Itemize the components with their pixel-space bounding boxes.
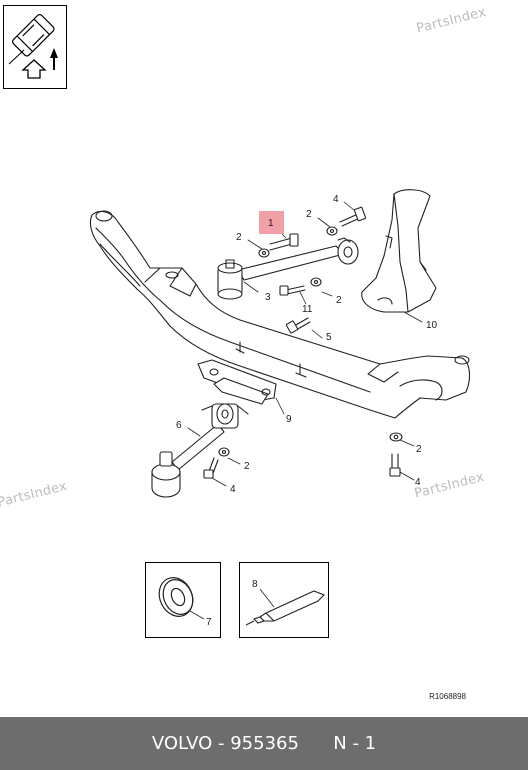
lower-bracket [197,359,277,405]
drawing-reference: R1068898 [429,692,466,701]
washers [218,226,403,457]
brand-label: VOLVO [151,733,213,754]
bolt-4-lower-right [389,453,401,477]
orientation-car-icon [8,14,58,79]
inset-grease-tube: 8 [239,562,329,638]
callout-8: 8 [252,579,258,590]
callout-2: 2 [336,295,342,306]
inset-washer: 7 [145,562,221,638]
callout-11: 11 [302,304,313,315]
up-arrow-outline-icon [21,59,47,79]
callout-4: 4 [333,194,339,205]
bolt-5 [285,317,311,334]
subframe-exploded-diagram: 1 2 2 2 2 2 3 4 4 4 5 6 9 10 11 [89,189,471,498]
bolt-11 [279,285,306,296]
callout-2: 2 [244,461,250,472]
callout-2: 2 [236,232,242,243]
bolt-1 [269,233,299,251]
orientation-indicator [3,5,67,89]
washer-icon: 7 [158,577,212,628]
subframe-crossmember [89,210,471,419]
callout-2: 2 [416,444,422,455]
bolt-4-lower-left [203,457,219,479]
grease-tube-icon: 8 [245,579,325,626]
callout-1: 1 [268,218,274,229]
highlight-part-1 [259,211,284,234]
footer-bar: VOLVO - 955365 N - 1 [0,717,528,770]
callout-6: 6 [176,420,182,431]
bolt-4-top [339,206,367,227]
mount-bracket [361,189,437,313]
callout-10: 10 [426,320,438,331]
callout-7: 7 [206,617,212,628]
up-arrow-solid-icon [50,48,58,70]
callout-4: 4 [415,477,421,488]
upper-link-arm [217,237,359,300]
callout-3: 3 [265,292,271,303]
callout-5: 5 [326,332,332,343]
callout-2: 2 [306,209,312,220]
spacer [299,733,333,754]
separator-dash: - [217,733,225,754]
callout-4: 4 [230,484,236,495]
callout-9: 9 [286,414,292,425]
position-label: N - 1 [333,733,377,754]
lower-link-arm [151,403,249,498]
part-number: 955365 [230,733,299,754]
